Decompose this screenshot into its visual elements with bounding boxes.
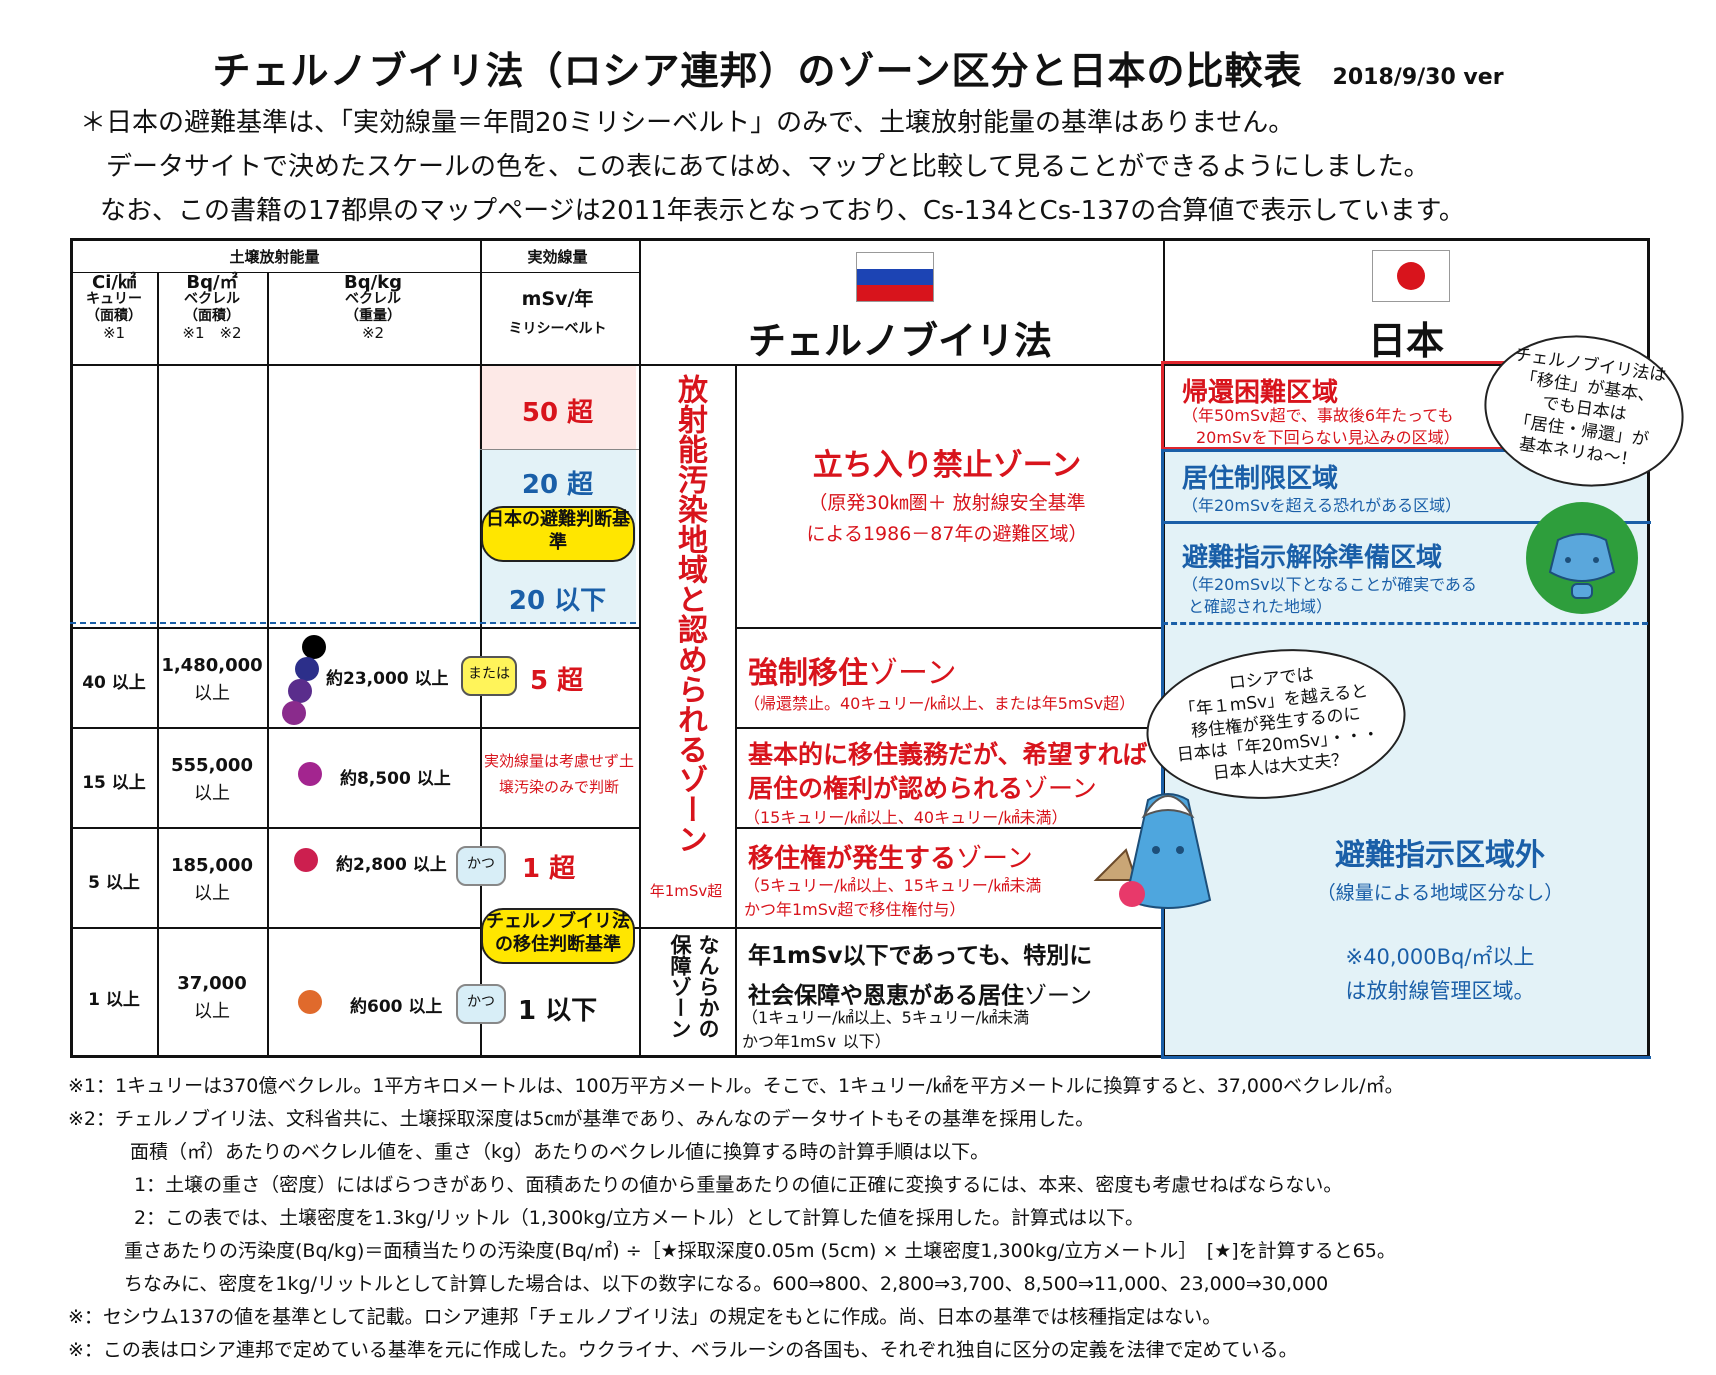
col-bqkg-header: Bq/kg ベクレル （重量） ※2: [343, 272, 403, 342]
color-dot-violet: [288, 679, 312, 703]
color-dot-navy: [295, 657, 319, 681]
ci-row-5: 5 以上: [88, 873, 140, 893]
chernobyl-zone5-note: （1キュリー/㎢以上、5キュリー/㎢未満かつ年1mS∨ 以下）: [742, 1008, 1030, 1051]
japan-header: 日本: [1367, 319, 1444, 363]
dose-1-below-label: 1 以下: [518, 996, 598, 1026]
japan-outside-title: 避難指示区域外: [1335, 838, 1545, 873]
japan-zone1-title: 帰還困難区域: [1182, 378, 1339, 408]
bqkg-row-1: 約600 以上: [350, 997, 443, 1017]
footnote-2a: 面積（㎡）あたりのベクレル値を、重さ（kg）あたりのベクレル値に換算する時の計算…: [130, 1141, 990, 1163]
and-tag-1: かつ: [456, 846, 506, 886]
chernobyl-zone2-note: （帰還禁止。40キュリー/㎢以上、または年5mSv超）: [744, 694, 1136, 713]
japan-criteria-badge: 日本の避難判断基準: [481, 506, 635, 562]
japan-zone2-note: （年20mSvを超える恐れがある区域）: [1182, 496, 1462, 515]
japan-zone3-note: （年20mSv以下となることが確実であると確認された地域）: [1182, 575, 1477, 616]
col-dose-header: mSv/年 ミリシーベルト: [508, 288, 607, 337]
footnote-2e: ちなみに、密度を1kg/リットルとして計算した場合は、以下の数字になる。600⇒…: [124, 1273, 1329, 1295]
dose-50-label: 50 超: [521, 398, 594, 428]
chernobyl-header: チェルノブイリ法: [747, 319, 1052, 363]
color-dot-black: [302, 635, 326, 659]
dose-group-header: 実効線量: [527, 248, 588, 266]
ci-row-40: 40 以上: [82, 673, 146, 693]
japan-zone3-top: [1161, 521, 1651, 524]
chernobyl-zone1-title: 立ち入り禁止ゾーン: [812, 448, 1082, 483]
radiation-control-note: ※40,000Bq/㎡以上は放射線管理区域。: [1345, 945, 1535, 1003]
footnote-3: ※：セシウム137の値を基準として記載。ロシア連邦「チェルノブイリ法」の規定をも…: [68, 1306, 1222, 1328]
bqkg-row-40: 約23,000 以上: [326, 669, 449, 689]
dose-1-label: 1 超: [522, 854, 576, 884]
color-dot-crimson: [294, 848, 318, 872]
dashed-line-left: [70, 622, 636, 624]
col-bqm2-header: Bq/㎡ ベクレル （面積） ※1 ※2: [182, 272, 242, 342]
chernobyl-zone2-title: 強制移住ゾーン: [748, 656, 957, 691]
footnote-2b: 1：土壌の重さ（密度）にはばらつきがあり、面積あたりの値から重量あたりの値に正確…: [134, 1174, 1343, 1196]
ci-row-15: 15 以上: [82, 773, 146, 793]
footnotes: ※1：1キュリーは370億ベクレル。1平方キロメートルは、100万平方メートル。…: [68, 1070, 1404, 1367]
or-tag: または: [461, 656, 517, 696]
chernobyl-zone1-note: （原発30㎞圏＋ 放射線安全基準による1986－87年の避難区域）: [806, 492, 1088, 545]
ci-row-1: 1 以上: [88, 990, 140, 1010]
japan-bottom-border: [1161, 1056, 1651, 1059]
chernobyl-zone3-note: （15キュリー/㎢以上、40キュリー/㎢未満）: [744, 808, 1068, 827]
dose-50-bg: [479, 364, 636, 449]
soil-group-header: 土壌放射能量: [229, 248, 320, 266]
chernobyl-zone5-title: 年1mSv以下であっても、特別に 社会保障や恩恵がある居住ゾーン: [748, 943, 1093, 1009]
bqkg-row-5: 約2,800 以上: [336, 855, 447, 875]
soil-only-note: 実効線量は考慮せず土壌汚染のみで判断: [484, 752, 635, 796]
comparison-table: [70, 238, 1650, 1058]
russia-flag-icon: [856, 252, 934, 302]
footnote-2d: 重さあたりの汚染度(Bq/kg)＝面積当たりの汚染度(Bq/㎡) ÷［★採取深度…: [124, 1240, 1396, 1262]
contaminated-zone-vertical: 放射能汚染地域と認められるゾーン: [672, 374, 707, 854]
intro-line-1: ＊日本の避難基準は、「実効線量＝年間20ミリシーベルト」のみで、土壌放射能量の基…: [80, 108, 1295, 138]
japan-flag-icon: [1372, 250, 1450, 302]
col-ci-header: Ci/㎢ キュリー （面積） ※1: [86, 272, 142, 342]
page-title: チェルノブイリ法（ロシア連邦）のゾーン区分と日本の比較表 2018/9/30 ve…: [0, 40, 1716, 95]
intro-line-2: データサイトで決めたスケールの色を、この表にあてはめ、マップと比較して見ることが…: [106, 152, 1430, 182]
japan-zone2-title: 居住制限区域: [1182, 464, 1339, 494]
dose-20-below-label: 20 以下: [508, 586, 607, 616]
mascot-mountain-icon: [1093, 793, 1212, 909]
footnote-1: ※1：1キュリーは370億ベクレル。1平方キロメートルは、100万平方メートル。…: [68, 1075, 1404, 1097]
mascot-worried-icon: [1526, 502, 1638, 614]
color-dot-magenta: [298, 762, 322, 786]
chernobyl-zone3-title: 基本的に移住義務だが、希望すれば 居住の権利が認められるゾーン: [748, 740, 1148, 803]
chernobyl-zone4-title: 移住権が発生するゾーン: [748, 844, 1033, 874]
contaminated-zone-note: 年1mSv超: [649, 882, 723, 900]
compensation-zone-vertical: なんらかの保障ゾーン: [668, 934, 720, 1039]
intro-line-3: なお、この書籍の17都県のマップページは2011年表示となっており、Cs-134…: [100, 196, 1465, 226]
and-tag-2: かつ: [456, 984, 506, 1024]
dose-5-label: 5 超: [530, 666, 584, 696]
footnote-4: ※：この表はロシア連邦で定めている基準を元に作成した。ウクライナ、ベラルーシの各…: [68, 1339, 1298, 1361]
dose-20-label: 20 超: [521, 470, 594, 500]
dashed-line-right: [1162, 622, 1648, 625]
footnote-2c: 2：この表では、土壌密度を1.3kg/リットル（1,300kg/立方メートル）と…: [134, 1207, 1145, 1229]
japan-zone3-title: 避難指示解除準備区域: [1182, 543, 1443, 573]
footnote-2: ※2：チェルノブイリ法、文科省共に、土壌採取深度は5㎝が基準であり、みんなのデー…: [68, 1108, 1095, 1130]
chernobyl-zone4-note: （5キュリー/㎢以上、15キュリー/㎢未満かつ年1mSv超で移住権付与）: [744, 876, 1042, 919]
japan-zone2-top: [1161, 449, 1651, 452]
bqkg-row-15: 約8,500 以上: [340, 769, 451, 789]
version-label: 2018/9/30 ver: [1332, 65, 1504, 90]
color-dot-purple: [282, 701, 306, 725]
title-text: チェルノブイリ法（ロシア連邦）のゾーン区分と日本の比較表: [212, 49, 1303, 93]
japan-outside-note: （線量による地域区分なし）: [1316, 882, 1564, 904]
color-dot-orange: [298, 990, 322, 1014]
chernobyl-criteria-badge: チェルノブイリ法の移住判断基準: [481, 908, 635, 964]
